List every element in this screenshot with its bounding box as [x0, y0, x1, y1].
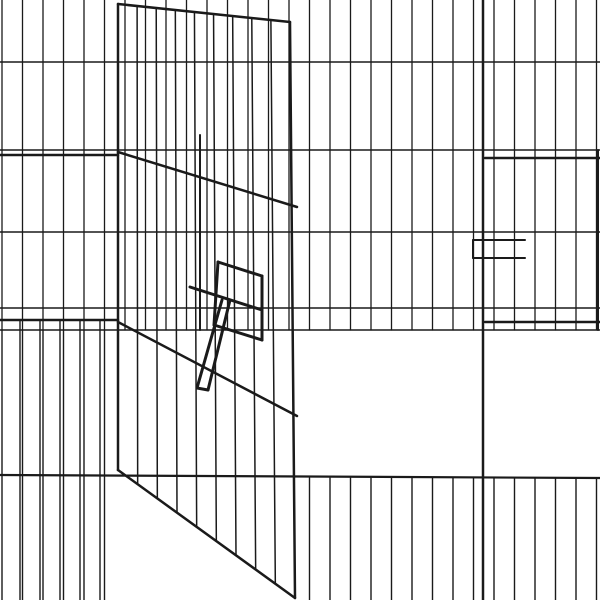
door-top-frame — [116, 2, 292, 24]
door-vertical-wire — [155, 7, 159, 500]
door-cross-bar — [116, 150, 299, 209]
door-bottom-frame — [116, 468, 297, 600]
door-vertical-wire — [270, 19, 277, 585]
door-vertical-wire — [193, 11, 198, 528]
latch-bracket — [216, 260, 264, 278]
latch-bolt — [188, 285, 264, 312]
door-right-frame — [288, 20, 297, 600]
door-latch — [188, 134, 264, 392]
latch-handle — [195, 298, 224, 390]
latch-handle — [206, 298, 232, 392]
open-door-panel — [116, 2, 299, 600]
latch-handle — [195, 386, 210, 392]
door-vertical-wire — [231, 15, 237, 557]
door-vertical-wire — [212, 13, 218, 542]
door-vertical-wire — [174, 9, 178, 514]
door-vertical-wire — [136, 5, 139, 485]
front-horizontal-wire — [0, 473, 600, 480]
latch-bracket — [212, 260, 220, 327]
front-wire-panel — [0, 319, 600, 600]
door-vertical-wire — [251, 17, 257, 571]
door-cross-bar — [116, 320, 299, 418]
